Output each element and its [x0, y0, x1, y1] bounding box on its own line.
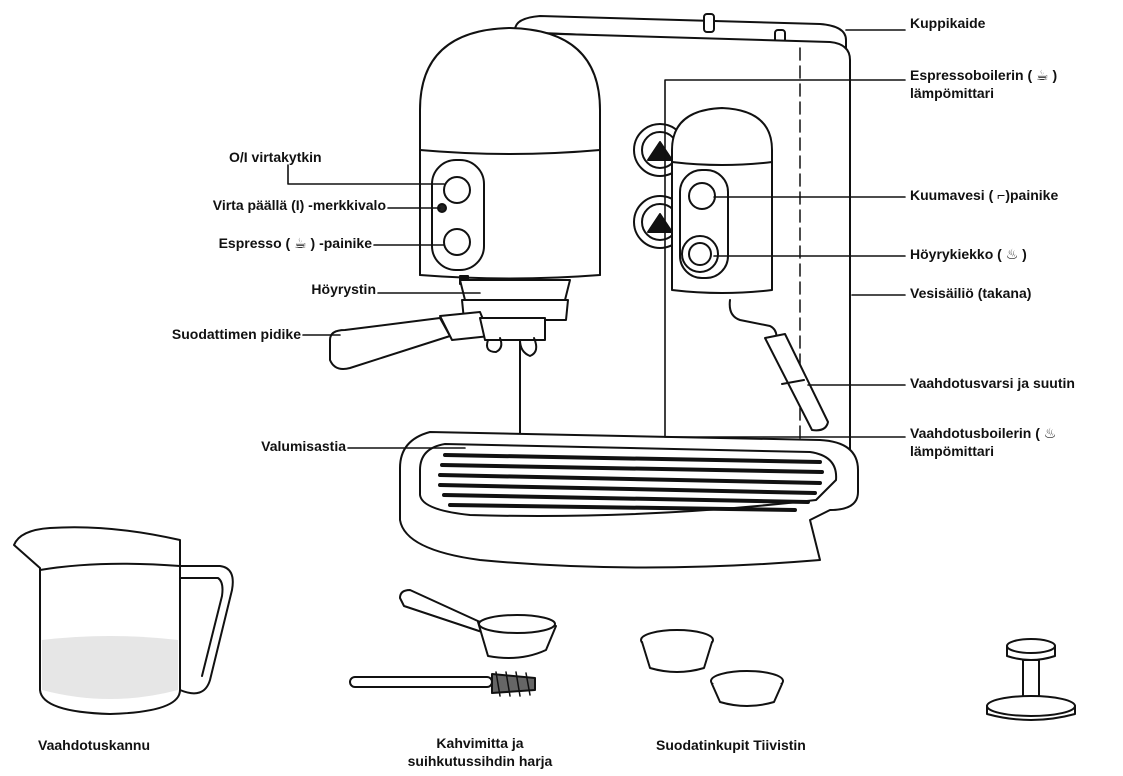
steam-wand: [728, 299, 829, 432]
label-steam-wand: Vaahdotusvarsi ja suutin: [910, 375, 1075, 391]
hot-water-icon: ⌐: [997, 187, 1006, 203]
label-espresso-button: Espresso ( ☕ ) -painike: [218, 235, 372, 251]
label-frothing-boiler-thermometer: Vaahdotusboilerin ( ♨ lämpömittari: [910, 425, 1057, 459]
label-cup-rail: Kuppikaide: [910, 15, 986, 31]
brew-head: [459, 279, 571, 301]
filter-basket-single: [640, 629, 714, 673]
label-hot-water-button: Kuumavesi ( ⌐)painike: [910, 187, 1059, 203]
label-scoop-and-brush: Kahvimitta ja suihkutussihdin harja: [407, 735, 553, 769]
power-switch[interactable]: [443, 176, 471, 204]
steam-icon: ♨: [1043, 425, 1057, 441]
label-water-tank: Vesisäiliö (takana): [910, 285, 1032, 301]
label-power-switch: O/I virtakytkin: [229, 149, 322, 165]
label-frothing-pitcher: Vaahdotuskannu: [38, 737, 151, 753]
label-steam-knob: Höyrykiekko ( ♨ ): [910, 246, 1027, 262]
espresso-button[interactable]: [443, 228, 471, 256]
label-drip-tray: Valumisastia: [261, 438, 346, 454]
leader-lines: [287, 29, 906, 449]
cleaning-brush: [349, 671, 536, 697]
label-espresso-boiler-thermometer: Espressoboilerin ( ☕ ) lämpömittari: [910, 67, 1058, 101]
filter-basket-double: [710, 670, 784, 707]
portafilter: [329, 311, 546, 370]
label-steamer: Höyrystin: [311, 281, 376, 297]
tamper: [986, 638, 1076, 721]
label-filter-baskets-tamper: Suodatinkupit Tiivistin: [656, 737, 806, 753]
frothing-pitcher: [13, 526, 234, 715]
coffee-scoop: [399, 589, 557, 659]
cup-icon: ☕: [1036, 67, 1049, 83]
cup-icon: ☕: [294, 235, 307, 251]
label-portafilter: Suodattimen pidike: [171, 326, 301, 342]
drip-tray: [399, 431, 859, 569]
steam-icon: ♨: [1005, 246, 1019, 262]
label-power-indicator: Virta päällä (I) -merkkivalo: [212, 197, 386, 213]
hot-water-button[interactable]: [688, 182, 716, 210]
